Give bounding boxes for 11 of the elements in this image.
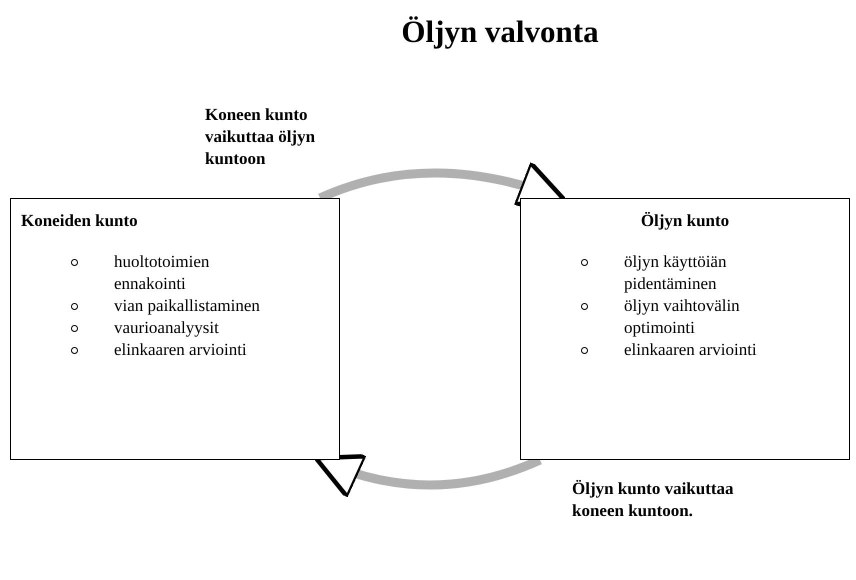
- text-box: [520, 198, 850, 460]
- list-item: elinkaaren arviointi: [624, 339, 758, 361]
- curved-arrow: [318, 161, 566, 208]
- list-item: vaurioanalyysit: [114, 317, 220, 339]
- text-box: [10, 198, 340, 460]
- list-item: vian paikallistaminen: [114, 295, 261, 317]
- curved-arrow: [314, 452, 542, 499]
- diagram-title: Öljyn valvonta: [400, 14, 600, 50]
- box-heading: Öljyn kunto: [640, 211, 730, 231]
- box-heading: Koneiden kunto: [21, 211, 139, 231]
- list-item: elinkaaren arviointi: [114, 339, 248, 361]
